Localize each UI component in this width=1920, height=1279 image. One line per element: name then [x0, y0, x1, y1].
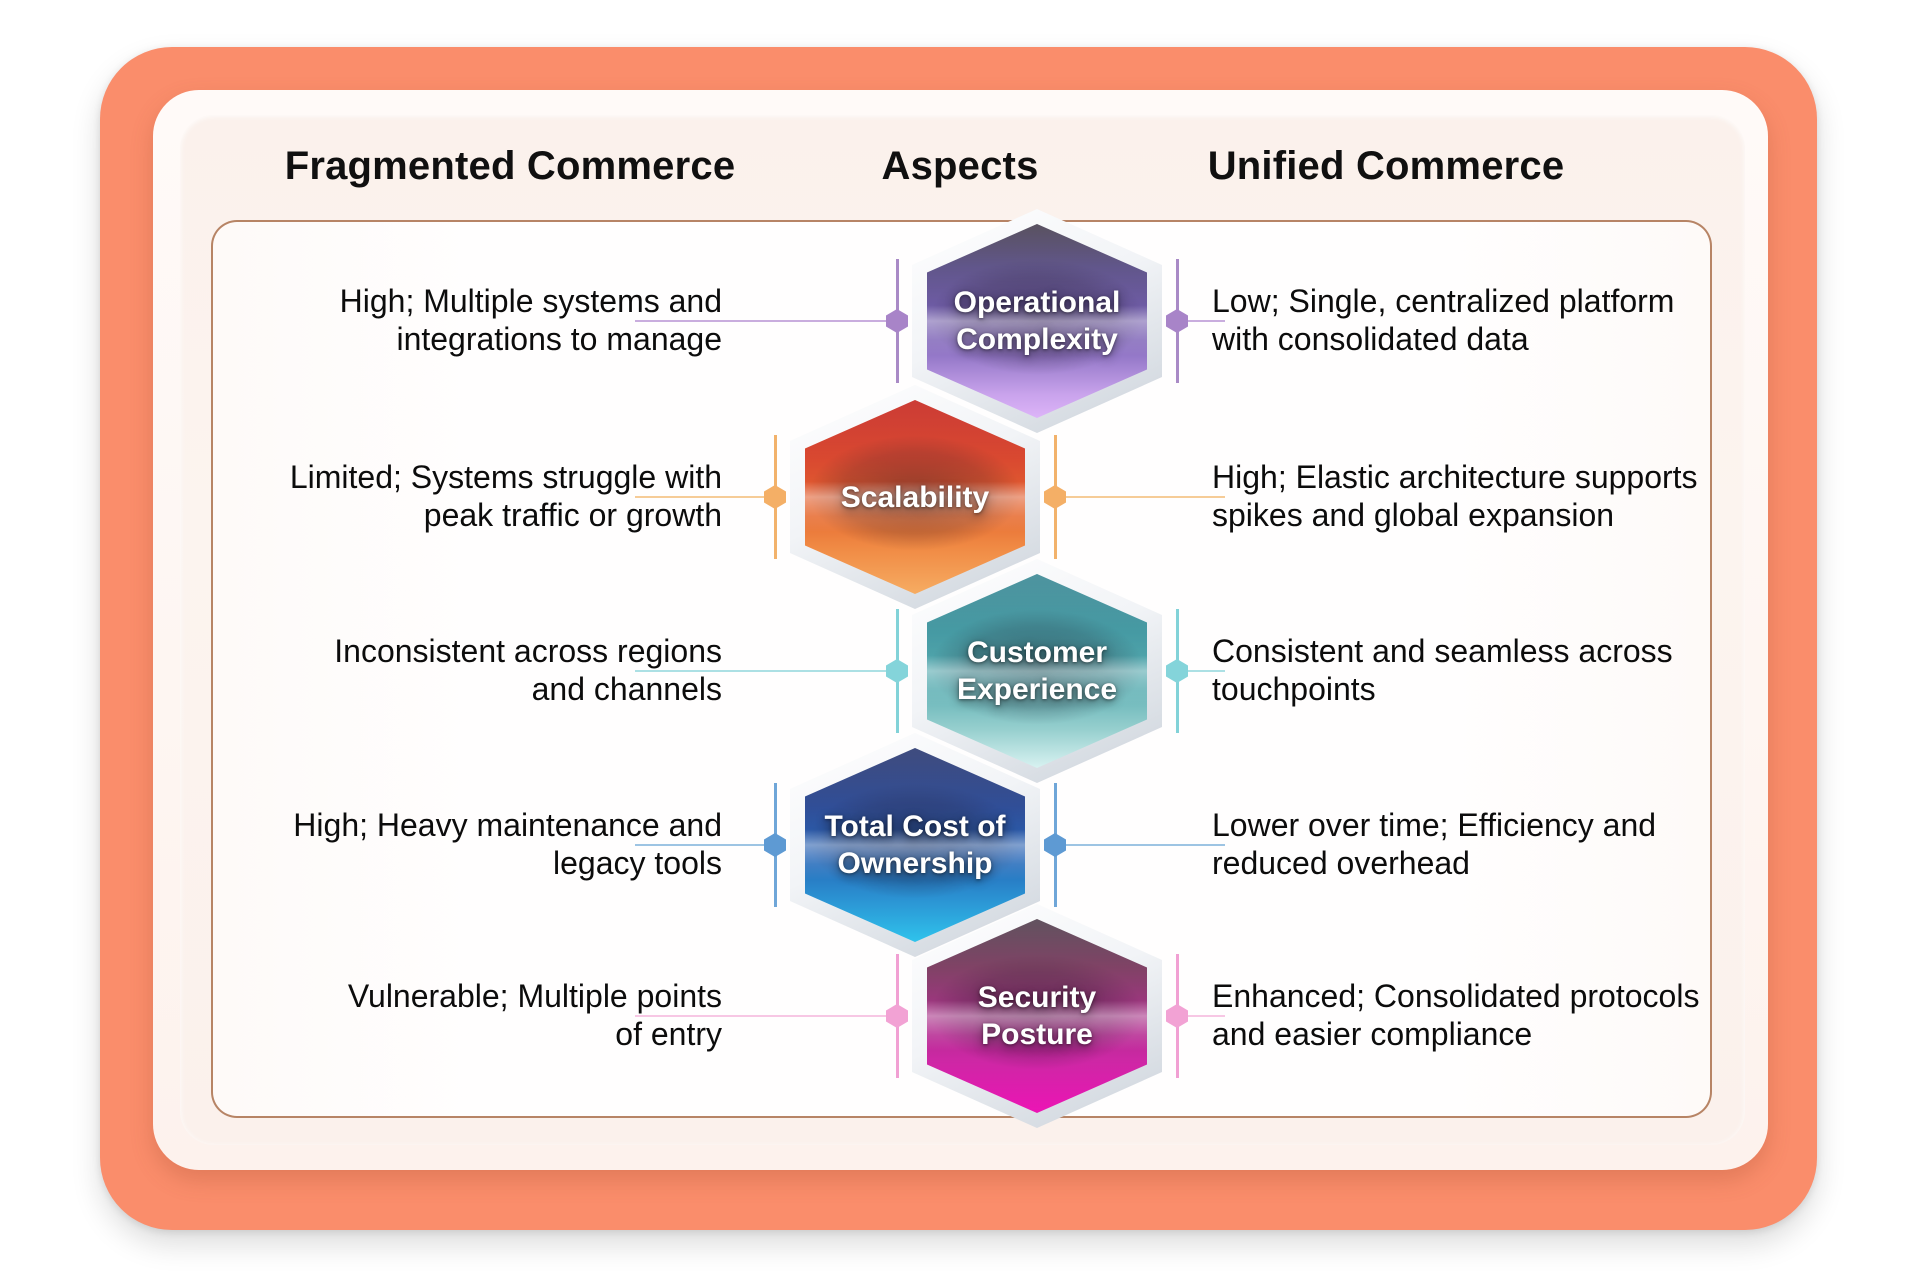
aspect-label: Operational Complexity	[953, 286, 1121, 356]
fragmented-value-line2: and channels	[531, 671, 722, 707]
unified-value-line2: and easier compliance	[1212, 1016, 1533, 1052]
unified-value-line2: touchpoints	[1212, 671, 1376, 707]
column-header-aspects: Aspects	[881, 144, 1039, 188]
fragmented-value: High; Multiple systems and integrations …	[242, 282, 722, 358]
column-header-unified-commerce: Unified Commerce	[1207, 144, 1565, 188]
unified-value-line2: spikes and global expansion	[1212, 497, 1615, 533]
connector-node-right	[1166, 1004, 1188, 1028]
fragmented-value-line1: Limited; Systems struggle with	[289, 459, 722, 495]
unified-value-line2: with consolidated data	[1212, 321, 1529, 357]
connector-line-left	[635, 320, 897, 322]
aspect-label: Scalability	[840, 480, 990, 514]
fragmented-value: Inconsistent across regions and channels	[242, 632, 722, 708]
unified-value-line1: Consistent and seamless across	[1212, 633, 1673, 669]
column-header-fragmented-commerce: Fragmented Commerce	[284, 144, 736, 188]
unified-value-line1: Enhanced; Consolidated protocols	[1212, 978, 1700, 1014]
connector-node-right	[1166, 309, 1188, 333]
unified-value-line2: reduced overhead	[1212, 845, 1470, 881]
connector-node-left	[886, 309, 908, 333]
unified-value: Low; Single, centralized platform with c…	[1212, 282, 1732, 358]
aspect-hexagon: Operational Complexity	[912, 209, 1162, 433]
fragmented-value-line2: peak traffic or growth	[423, 497, 722, 533]
fragmented-value-line1: High; Heavy maintenance and	[293, 807, 722, 843]
aspect-hexagon: Total Cost of Ownership	[790, 733, 1040, 957]
fragmented-value-line1: Vulnerable; Multiple points	[347, 978, 722, 1014]
fragmented-value: High; Heavy maintenance and legacy tools	[242, 806, 722, 882]
aspect-label: Security Posture	[977, 981, 1097, 1051]
connector-node-right	[1044, 833, 1066, 857]
connector-node-left	[886, 1004, 908, 1028]
connector-line-right	[1177, 1015, 1225, 1017]
connector-node-left	[886, 659, 908, 683]
fragmented-value-line1: Inconsistent across regions	[334, 633, 722, 669]
aspect-label: Customer Experience	[956, 636, 1118, 706]
unified-value: High; Elastic architecture supports spik…	[1212, 458, 1732, 534]
unified-value: Enhanced; Consolidated protocols and eas…	[1212, 977, 1732, 1053]
unified-value-line1: High; Elastic architecture supports	[1212, 459, 1698, 495]
fragmented-value-line1: High; Multiple systems and	[339, 283, 722, 319]
unified-value: Lower over time; Efficiency and reduced …	[1212, 806, 1732, 882]
connector-line-left	[635, 670, 897, 672]
connector-line-left	[635, 844, 775, 846]
unified-value-line1: Lower over time; Efficiency and	[1212, 807, 1657, 843]
connector-line-right	[1177, 670, 1225, 672]
connector-line-right	[1055, 496, 1225, 498]
connector-node-left	[764, 833, 786, 857]
fragmented-value: Vulnerable; Multiple points of entry	[242, 977, 722, 1053]
fragmented-value-line2: of entry	[615, 1016, 722, 1052]
aspect-label: Total Cost of Ownership	[824, 810, 1006, 880]
connector-node-right	[1166, 659, 1188, 683]
connector-line-left	[635, 1015, 897, 1017]
connector-node-left	[764, 485, 786, 509]
fragmented-value-line2: legacy tools	[553, 845, 722, 881]
connector-line-right	[1177, 320, 1225, 322]
unified-value: Consistent and seamless across touchpoin…	[1212, 632, 1732, 708]
unified-value-line1: Low; Single, centralized platform	[1212, 283, 1675, 319]
fragmented-value: Limited; Systems struggle with peak traf…	[242, 458, 722, 534]
fragmented-value-line2: integrations to manage	[396, 321, 722, 357]
connector-node-right	[1044, 485, 1066, 509]
connector-line-right	[1055, 844, 1225, 846]
connector-line-left	[635, 496, 775, 498]
